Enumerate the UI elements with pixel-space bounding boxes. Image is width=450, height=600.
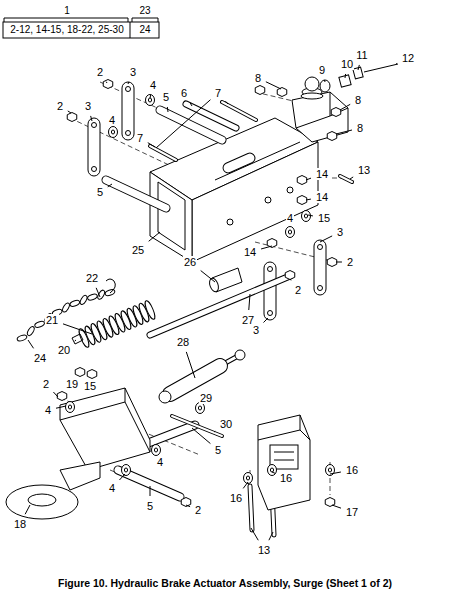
callout-number: 8 [254, 72, 262, 84]
callout-number: 5 [146, 500, 154, 512]
callout-number: 4 [149, 79, 157, 91]
callout-number: 5 [214, 444, 222, 456]
callout-number: 17 [345, 506, 359, 518]
callout-number: 16 [345, 464, 359, 476]
shock-absorber [159, 350, 245, 403]
callout-number: 22 [85, 272, 99, 284]
callout-number: 4 [44, 404, 52, 416]
spring [77, 300, 156, 349]
link-plates [88, 82, 326, 320]
callout-number: 15 [83, 380, 97, 392]
callout-number: 12 [401, 52, 415, 64]
callout-number: 8 [354, 94, 362, 106]
callout-number: 18 [13, 518, 27, 530]
callout-number: 4 [286, 212, 294, 224]
callout-number: 4 [156, 456, 164, 468]
pins [106, 102, 352, 535]
latch-bracket [258, 415, 310, 510]
callout-number: 16 [229, 492, 243, 504]
callout-number: 30 [219, 418, 233, 430]
callout-number: 15 [317, 212, 331, 224]
callout-number: 6 [180, 87, 188, 99]
callout-number: 27 [241, 314, 255, 326]
callout-number: 5 [162, 91, 170, 103]
chain [16, 279, 115, 342]
callout-number: 19 [65, 378, 79, 390]
callout-number: 2 [194, 504, 202, 516]
callout-number: 7 [214, 87, 222, 99]
table-cell: 23 [138, 5, 151, 17]
callout-number: 10 [340, 58, 354, 70]
table-cell: 1 [63, 5, 71, 17]
callout-number: 21 [45, 314, 59, 326]
callout-number: 26 [183, 256, 197, 268]
callout-number: 4 [108, 114, 116, 126]
callout-number: 28 [176, 336, 190, 348]
callout-number: 25 [131, 244, 145, 256]
callout-number: 11 [355, 49, 368, 61]
callout-number: 2 [294, 284, 302, 296]
callout-number: 29 [199, 392, 213, 404]
callout-number: 9 [318, 64, 326, 76]
callout-number: 2 [42, 378, 50, 390]
callout-number: 3 [336, 226, 344, 238]
callout-number: 2 [346, 256, 354, 268]
callout-number: 5 [96, 186, 104, 198]
callout-number: 20 [57, 344, 71, 356]
table-cell: 24 [138, 24, 151, 36]
nuts-and-washers [57, 80, 341, 507]
callout-number: 14 [243, 246, 257, 258]
table-rules [3, 18, 159, 38]
callout-number: 13 [257, 544, 271, 556]
callout-number: 2 [96, 66, 104, 78]
master-cylinder [292, 77, 348, 142]
figure-caption: Figure 10. Hydraulic Brake Actuator Asse… [0, 577, 450, 589]
callout-number: 3 [84, 100, 92, 112]
callout-number: 4 [108, 482, 116, 494]
callout-number: 13 [357, 164, 371, 176]
callout-number: 2 [56, 100, 64, 112]
callout-number: 7 [136, 132, 144, 144]
table-cell: 2-12, 14-15, 18-22, 25-30 [9, 24, 124, 36]
drawbar-bracket [6, 388, 150, 519]
callout-number: 16 [279, 472, 293, 484]
callout-number: 14 [315, 168, 329, 180]
actuator-housing [150, 118, 318, 262]
brake-fittings [320, 64, 398, 92]
callout-number: 8 [356, 122, 364, 134]
callout-number: 24 [33, 352, 47, 364]
callout-number: 3 [129, 66, 137, 78]
callout-number: 14 [315, 191, 329, 203]
leader-lines [25, 63, 397, 540]
